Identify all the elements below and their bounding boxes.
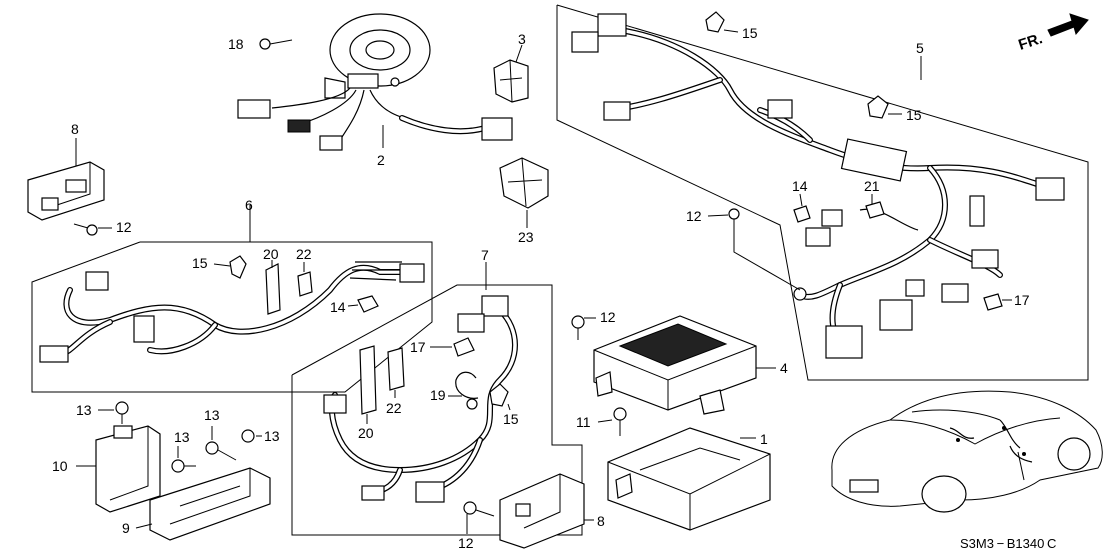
sensor-8-left bbox=[27, 161, 105, 221]
diagram-code: S3M3 − B1340 C bbox=[960, 536, 1056, 551]
callout-21: 21 bbox=[864, 178, 880, 194]
screw-13-a-icon bbox=[115, 401, 129, 424]
clip-20-harness-7 bbox=[359, 345, 377, 415]
clip-20-harness-6 bbox=[265, 263, 281, 315]
clip-15-harness-6 bbox=[229, 255, 247, 279]
clip-21-harness-5 bbox=[865, 201, 885, 219]
callout-14a: 14 bbox=[330, 299, 346, 315]
clip-22-harness-6 bbox=[297, 271, 313, 297]
callout-20b: 20 bbox=[358, 425, 374, 441]
harness-6-panel bbox=[31, 241, 433, 393]
cover-9 bbox=[149, 467, 271, 541]
clip-15-harness-5-mid bbox=[867, 95, 889, 119]
clip-17-harness-7 bbox=[453, 337, 475, 357]
bracket-23 bbox=[499, 157, 549, 209]
callout-1: 1 bbox=[760, 431, 768, 447]
callout-17a: 17 bbox=[1014, 292, 1030, 308]
callout-14b: 14 bbox=[792, 178, 808, 194]
callout-15a: 15 bbox=[192, 255, 208, 271]
clip-15-harness-5-top bbox=[705, 11, 725, 33]
sensor-8-bottom bbox=[499, 473, 585, 549]
bolt-12-srs-unit bbox=[571, 315, 585, 340]
callout-5: 5 bbox=[916, 40, 924, 56]
bracket-3 bbox=[493, 59, 529, 103]
screw-13-d-icon bbox=[241, 429, 255, 443]
callout-13a: 13 bbox=[76, 402, 92, 418]
harness-5-panel bbox=[556, 4, 1089, 381]
callout-15b: 15 bbox=[742, 25, 758, 41]
callout-12d: 12 bbox=[458, 535, 474, 551]
bracket-1 bbox=[607, 427, 771, 531]
callout-12c: 12 bbox=[600, 309, 616, 325]
harness-7-panel bbox=[291, 284, 583, 536]
callout-11: 11 bbox=[576, 414, 591, 430]
callout-18: 18 bbox=[228, 36, 244, 52]
callout-23: 23 bbox=[518, 229, 534, 245]
bracket-10 bbox=[95, 425, 161, 513]
bolt-12-left bbox=[73, 223, 98, 236]
callout-22a: 22 bbox=[296, 246, 312, 262]
screw-13-c-icon bbox=[205, 441, 237, 461]
screw-13-b-icon bbox=[171, 459, 196, 473]
car-silhouette-icon bbox=[831, 390, 1103, 513]
callout-13c: 13 bbox=[204, 407, 220, 423]
callout-2: 2 bbox=[377, 152, 385, 168]
clip-15-harness-7 bbox=[489, 383, 509, 407]
callout-8a: 8 bbox=[71, 121, 79, 137]
srs-unit-4 bbox=[593, 315, 757, 415]
callout-13b: 13 bbox=[174, 429, 190, 445]
callout-3: 3 bbox=[518, 31, 526, 47]
callout-17b: 17 bbox=[410, 339, 426, 355]
callout-6: 6 bbox=[245, 197, 253, 213]
harness-7 bbox=[323, 295, 518, 503]
callout-13d: 13 bbox=[264, 428, 280, 444]
callout-10: 10 bbox=[52, 458, 68, 474]
callout-8b: 8 bbox=[597, 513, 605, 529]
callout-15d: 15 bbox=[503, 411, 519, 427]
harness-5 bbox=[571, 13, 1065, 359]
clip-14-harness-5 bbox=[793, 205, 811, 223]
callout-7: 7 bbox=[481, 247, 489, 263]
harness-6 bbox=[39, 261, 425, 363]
callout-22b: 22 bbox=[386, 400, 402, 416]
cable-reel-assembly bbox=[237, 13, 513, 151]
callout-4: 4 bbox=[780, 360, 788, 376]
callout-19: 19 bbox=[430, 387, 446, 403]
front-arrow-icon: FR. bbox=[1016, 13, 1089, 54]
bolt-11 bbox=[613, 407, 627, 436]
bolt-12-harness-5 bbox=[728, 208, 801, 291]
callout-20a: 20 bbox=[263, 246, 279, 262]
clip-17-harness-5 bbox=[983, 293, 1003, 311]
callout-12b: 12 bbox=[686, 208, 702, 224]
clip-14-harness-6 bbox=[357, 295, 379, 313]
clip-22-harness-7 bbox=[387, 347, 405, 391]
callout-12a: 12 bbox=[116, 219, 132, 235]
callout-15c: 15 bbox=[906, 107, 922, 123]
bolt-12-bottom bbox=[463, 501, 495, 517]
screw-18-icon bbox=[259, 38, 293, 50]
front-label: FR. bbox=[1016, 30, 1044, 54]
callout-9: 9 bbox=[122, 520, 130, 536]
